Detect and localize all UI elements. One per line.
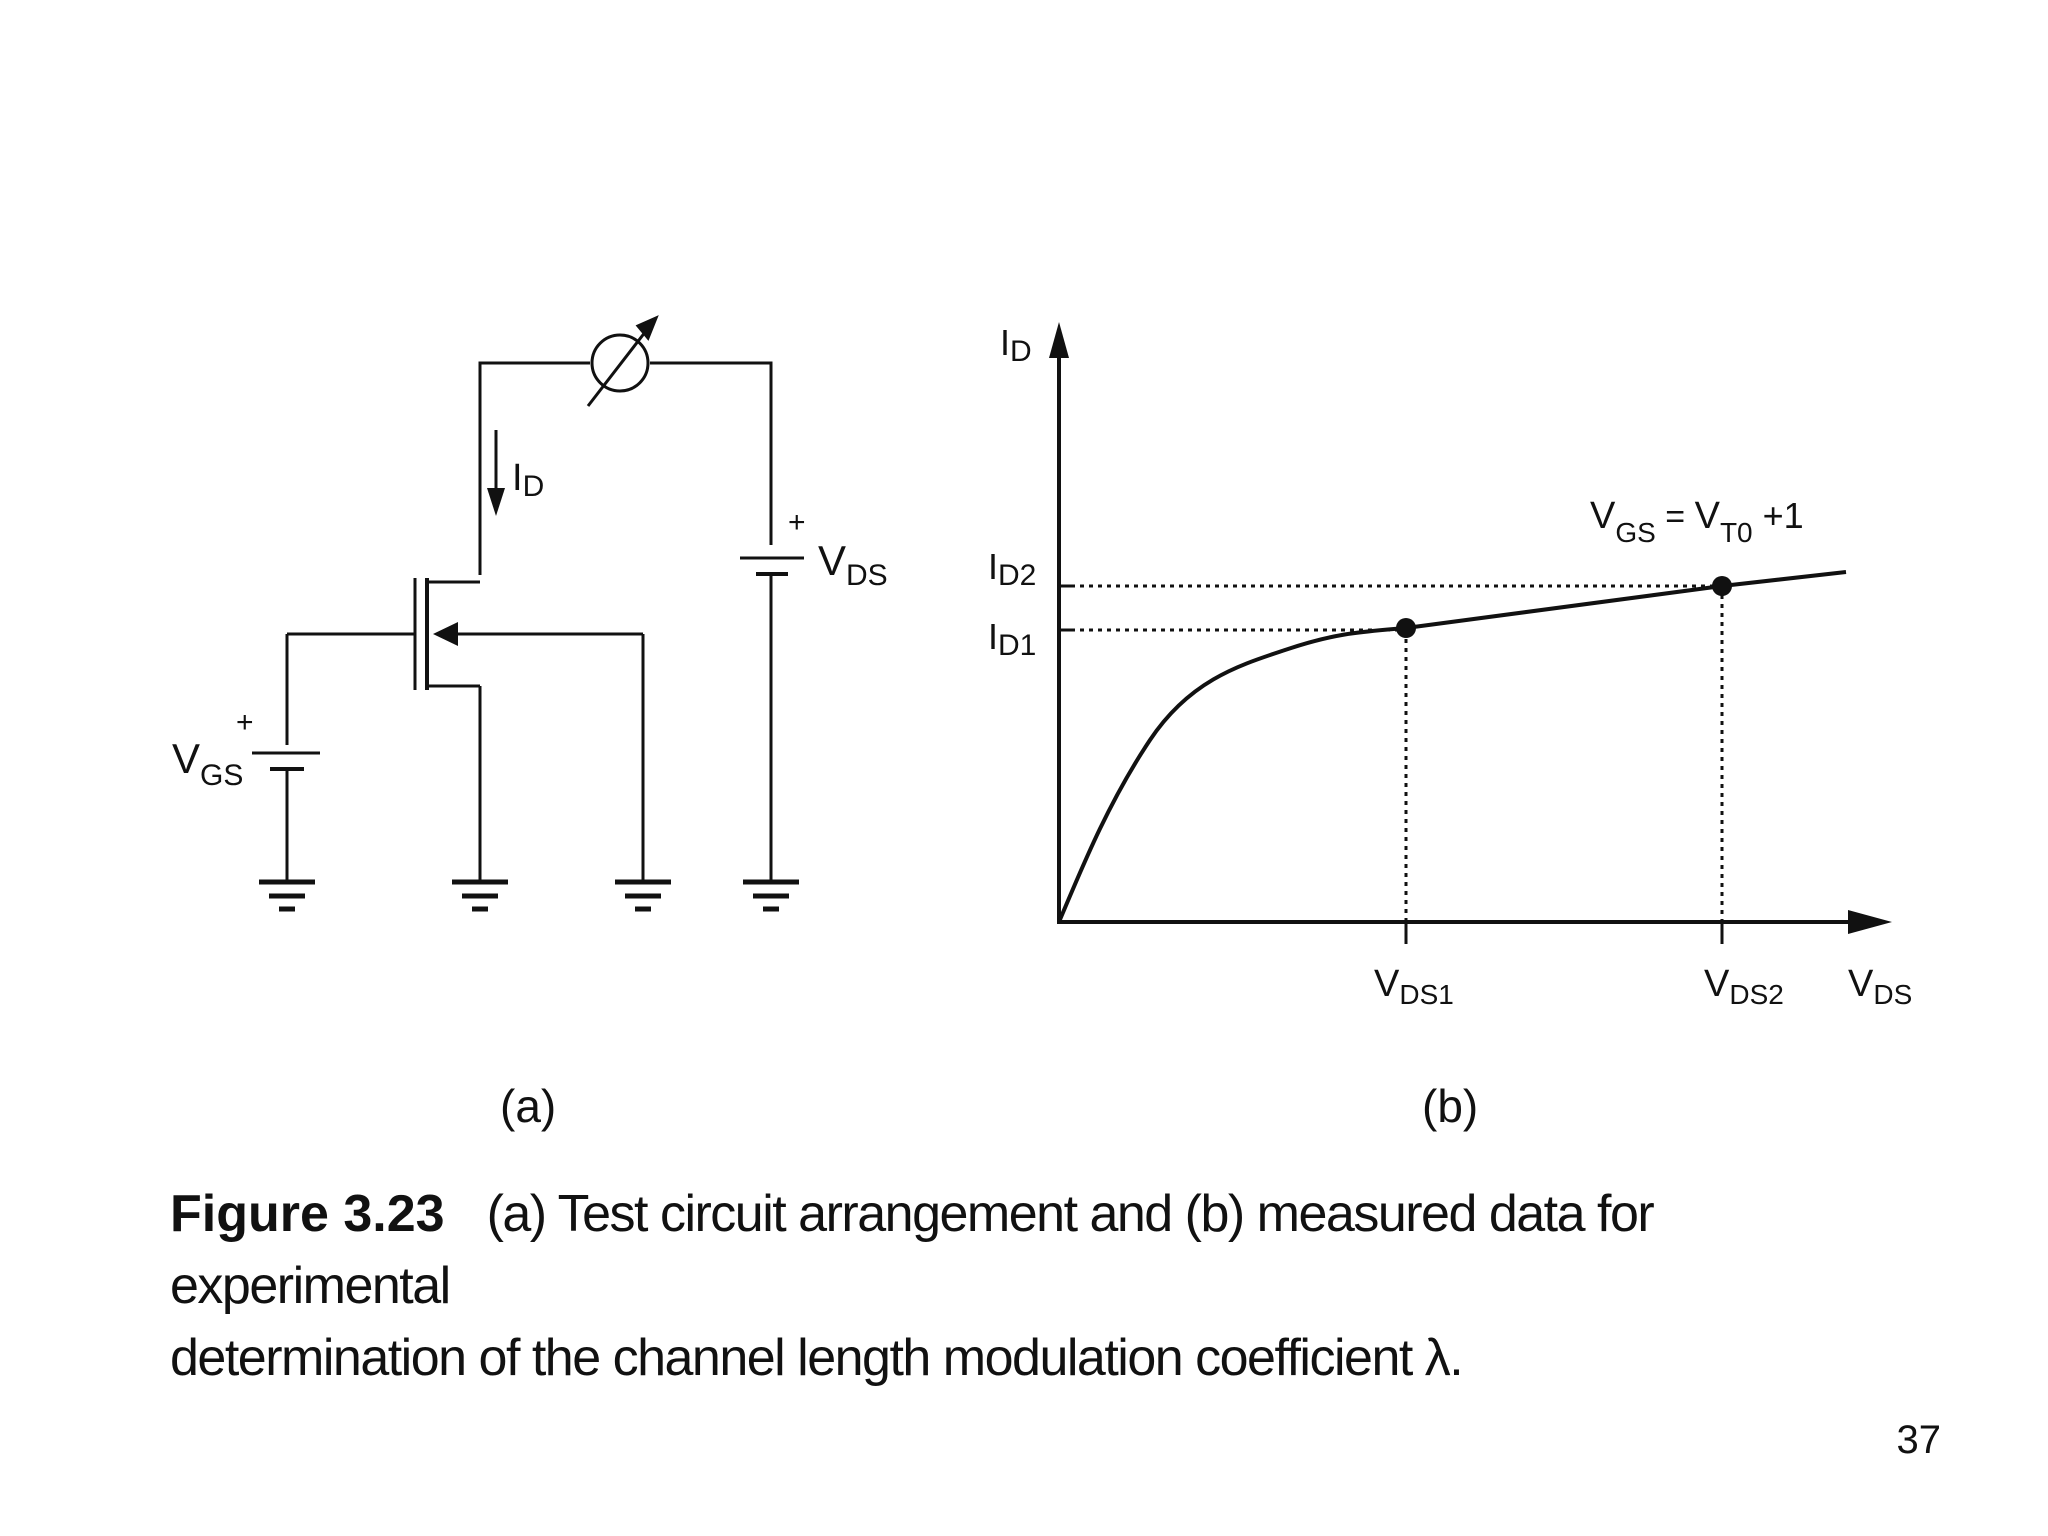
vgs-plus-sign: + xyxy=(236,706,254,739)
vgs-battery-icon xyxy=(252,751,320,880)
vds-plus-sign: + xyxy=(788,506,806,539)
operating-point-1 xyxy=(1396,618,1416,638)
vds1-label: VDS1 xyxy=(1374,963,1454,1010)
ground-icon-2 xyxy=(452,879,508,912)
figure-number: Figure 3.23 xyxy=(170,1185,445,1243)
y-axis-label: ID xyxy=(1000,322,1032,368)
curve-label: VGS = VT0 +1 xyxy=(1590,495,1804,548)
figure-caption: Figure 3.23(a) Test circuit arrangement … xyxy=(170,1178,1730,1394)
top-wire xyxy=(478,361,773,575)
vgs-source-label: VGS xyxy=(172,735,243,792)
id1-label: ID1 xyxy=(988,616,1036,662)
id-vds-curve xyxy=(1057,570,1847,923)
panel-label-a: (a) xyxy=(500,1080,556,1132)
caption-line-2: determination of the channel length modu… xyxy=(170,1329,1464,1387)
x-axis-label: VDS xyxy=(1848,963,1912,1010)
vds-battery-icon xyxy=(740,556,804,880)
ground-icon-1 xyxy=(259,879,315,912)
id2-label: ID2 xyxy=(988,546,1036,592)
test-circuit xyxy=(252,315,804,912)
drain-current-label: ID xyxy=(512,457,544,503)
ground-icon-3 xyxy=(615,879,671,912)
caption-line-1: Figure 3.23(a) Test circuit arrangement … xyxy=(170,1178,1730,1322)
panel-label-b: (b) xyxy=(1422,1080,1478,1132)
vds2-label: VDS2 xyxy=(1704,963,1784,1010)
id-vds-graph xyxy=(1049,322,1892,944)
caption-text-1: (a) Test circuit arrangement and (b) mea… xyxy=(170,1185,1655,1315)
mosfet-icon xyxy=(285,578,645,880)
ground-icon-4 xyxy=(743,879,799,912)
operating-point-2 xyxy=(1712,576,1732,596)
page-number: 37 xyxy=(1896,1418,1942,1462)
vds-source-label: VDS xyxy=(818,537,888,592)
ammeter-icon xyxy=(586,315,659,407)
